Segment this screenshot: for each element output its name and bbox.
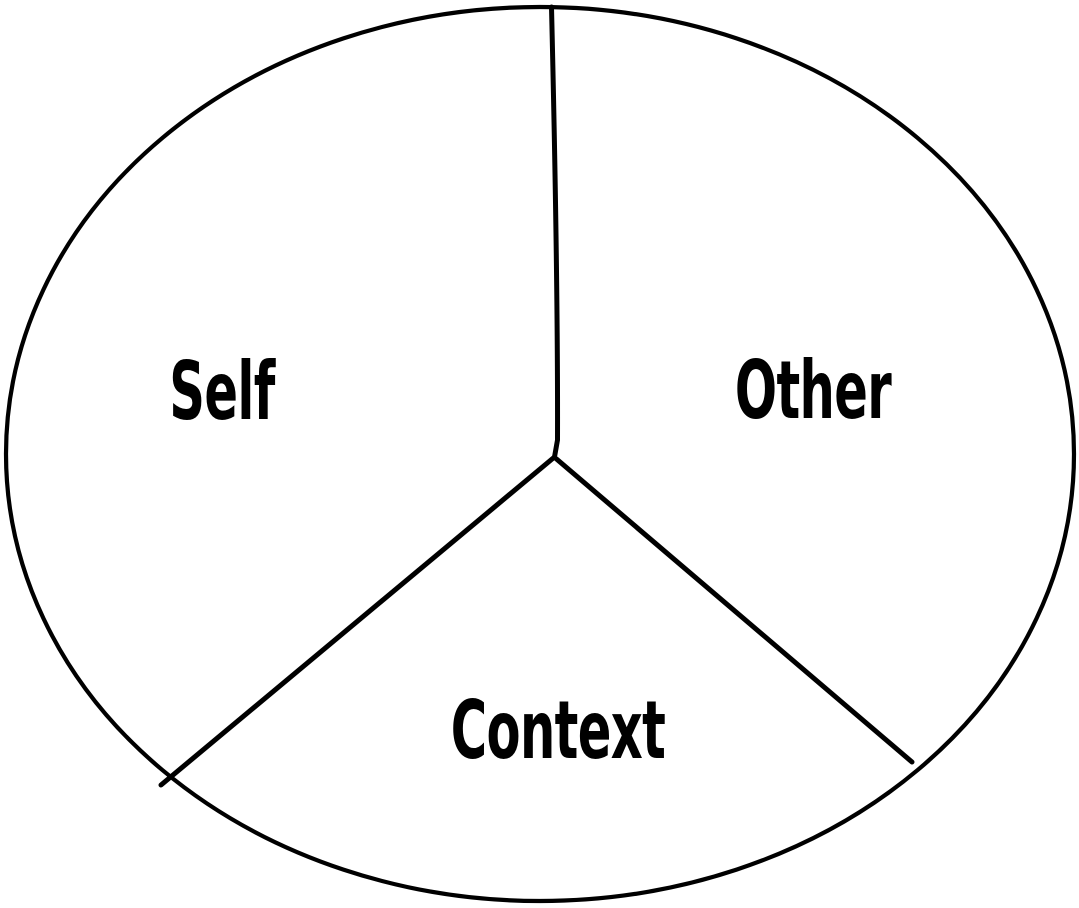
divider-line-lower-left (158, 454, 557, 788)
divider-line-lower-right (554, 456, 915, 765)
segment-label-context: Context (450, 684, 666, 777)
segment-label-self: Self (169, 345, 275, 438)
divider-line-top (549, 4, 561, 460)
segment-label-other: Other (734, 344, 892, 437)
circle-outline (3, 4, 1077, 904)
